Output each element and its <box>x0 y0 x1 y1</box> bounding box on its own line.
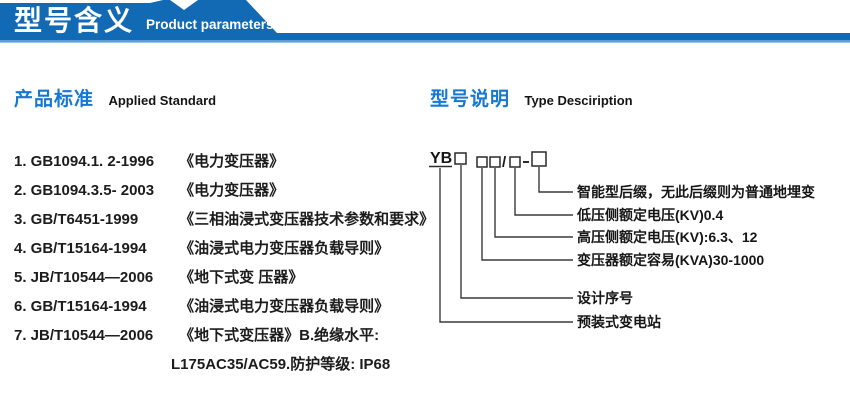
type-description-title-cn: 型号说明 <box>430 89 511 110</box>
standard-name: 《油浸式电力变压器负载导则》 <box>179 240 390 257</box>
standard-name: 《油浸式电力变压器负载导则》 <box>179 298 390 315</box>
label-lv-voltage: 低压侧额定电压(KV)0.4 <box>576 207 723 223</box>
standard-name: 《电力变压器》 <box>179 182 285 199</box>
leader-lv-voltage <box>514 168 573 216</box>
label-capacity: 变压器额定容易(KVA)30-1000 <box>577 252 764 268</box>
list-item: 4. GB/T15164-1994 《油浸式电力变压器负载导则》 <box>14 234 454 263</box>
leader-design-serial <box>460 165 573 299</box>
leader-hv-voltage <box>494 168 573 238</box>
leader-substation <box>439 168 573 323</box>
label-smart-suffix: 智能型后缀，无此后缀则为普通地埋变 <box>576 184 815 200</box>
standard-code: 2. GB1094.3.5- 2003 <box>14 182 155 199</box>
label-design-serial: 设计序号 <box>577 290 633 306</box>
list-item: 3. GB/T6451-1999 《三相油浸式变压器技术参数和要求》 <box>14 205 454 234</box>
applied-standard-title-cn: 产品标准 <box>14 89 95 110</box>
banner-underline <box>0 40 850 43</box>
label-substation: 预装式变电站 <box>577 314 661 330</box>
label-hv-voltage: 高压侧额定电压(KV):6.3、12 <box>577 229 758 245</box>
list-item: 2. GB1094.3.5- 2003 《电力变压器》 <box>14 176 454 205</box>
standard-code: 7. JB/T10544—2006 <box>14 327 154 344</box>
model-prefix-text: YB <box>430 150 452 167</box>
type-description-title-en: Type Desciription <box>524 93 633 108</box>
applied-standard-title-en: Applied Standard <box>108 93 217 108</box>
standard-name: 《三相油浸式变压器技术参数和要求》 <box>179 211 435 228</box>
list-item-continuation: L175AC35/AC59.防护等级: IP68 <box>14 350 454 379</box>
banner-title-en: Product parameters <box>146 17 274 32</box>
banner-title-cn: 型号含义 <box>14 5 135 36</box>
model-slash: / <box>502 154 507 171</box>
model-box-lv <box>509 156 521 168</box>
standard-code: 6. GB/T15164-1994 <box>14 298 147 315</box>
list-item: 7. JB/T10544—2006 《地下式变压器》B.绝缘水平: <box>14 321 454 350</box>
banner-ribbon-shape <box>0 0 850 43</box>
applied-standard-header: 产品标准 Applied Standard <box>14 84 216 111</box>
standard-code: 5. JB/T10544—2006 <box>14 269 154 286</box>
leader-smart-suffix <box>538 167 573 193</box>
standard-continuation: L175AC35/AC59.防护等级: IP68 <box>171 356 391 373</box>
type-description-header: 型号说明 Type Desciription <box>430 84 633 111</box>
standard-code: 4. GB/T15164-1994 <box>14 240 147 257</box>
banner-ribbon <box>0 0 850 40</box>
model-box-hv <box>489 156 501 168</box>
standard-name: 《地下式变压器》B.绝缘水平: <box>179 327 380 344</box>
list-item: 1. GB1094.1. 2-1996 《电力变压器》 <box>14 147 454 176</box>
list-item: 6. GB/T15164-1994 《油浸式电力变压器负载导则》 <box>14 292 454 321</box>
model-box-design-serial <box>454 152 467 165</box>
model-box-smart-suffix <box>531 151 547 167</box>
standard-code: 1. GB1094.1. 2-1996 <box>14 153 155 170</box>
standard-list: 1. GB1094.1. 2-1996 《电力变压器》 2. GB1094.3.… <box>14 147 454 379</box>
model-code-diagram: YB / 智能型后缀，无此后缀则为普通地埋变 低压侧额定电压(KV)0.4 高压… <box>429 150 815 330</box>
model-box-capacity <box>476 156 488 168</box>
banner: 型号含义 Product parameters <box>0 0 850 46</box>
list-item: 5. JB/T10544—2006 《地下式变 压器》 <box>14 263 454 292</box>
standard-code: 3. GB/T6451-1999 <box>14 211 139 228</box>
leader-capacity <box>481 168 573 261</box>
standard-name: 《电力变压器》 <box>179 153 285 170</box>
standard-name: 《地下式变 压器》 <box>179 269 304 286</box>
